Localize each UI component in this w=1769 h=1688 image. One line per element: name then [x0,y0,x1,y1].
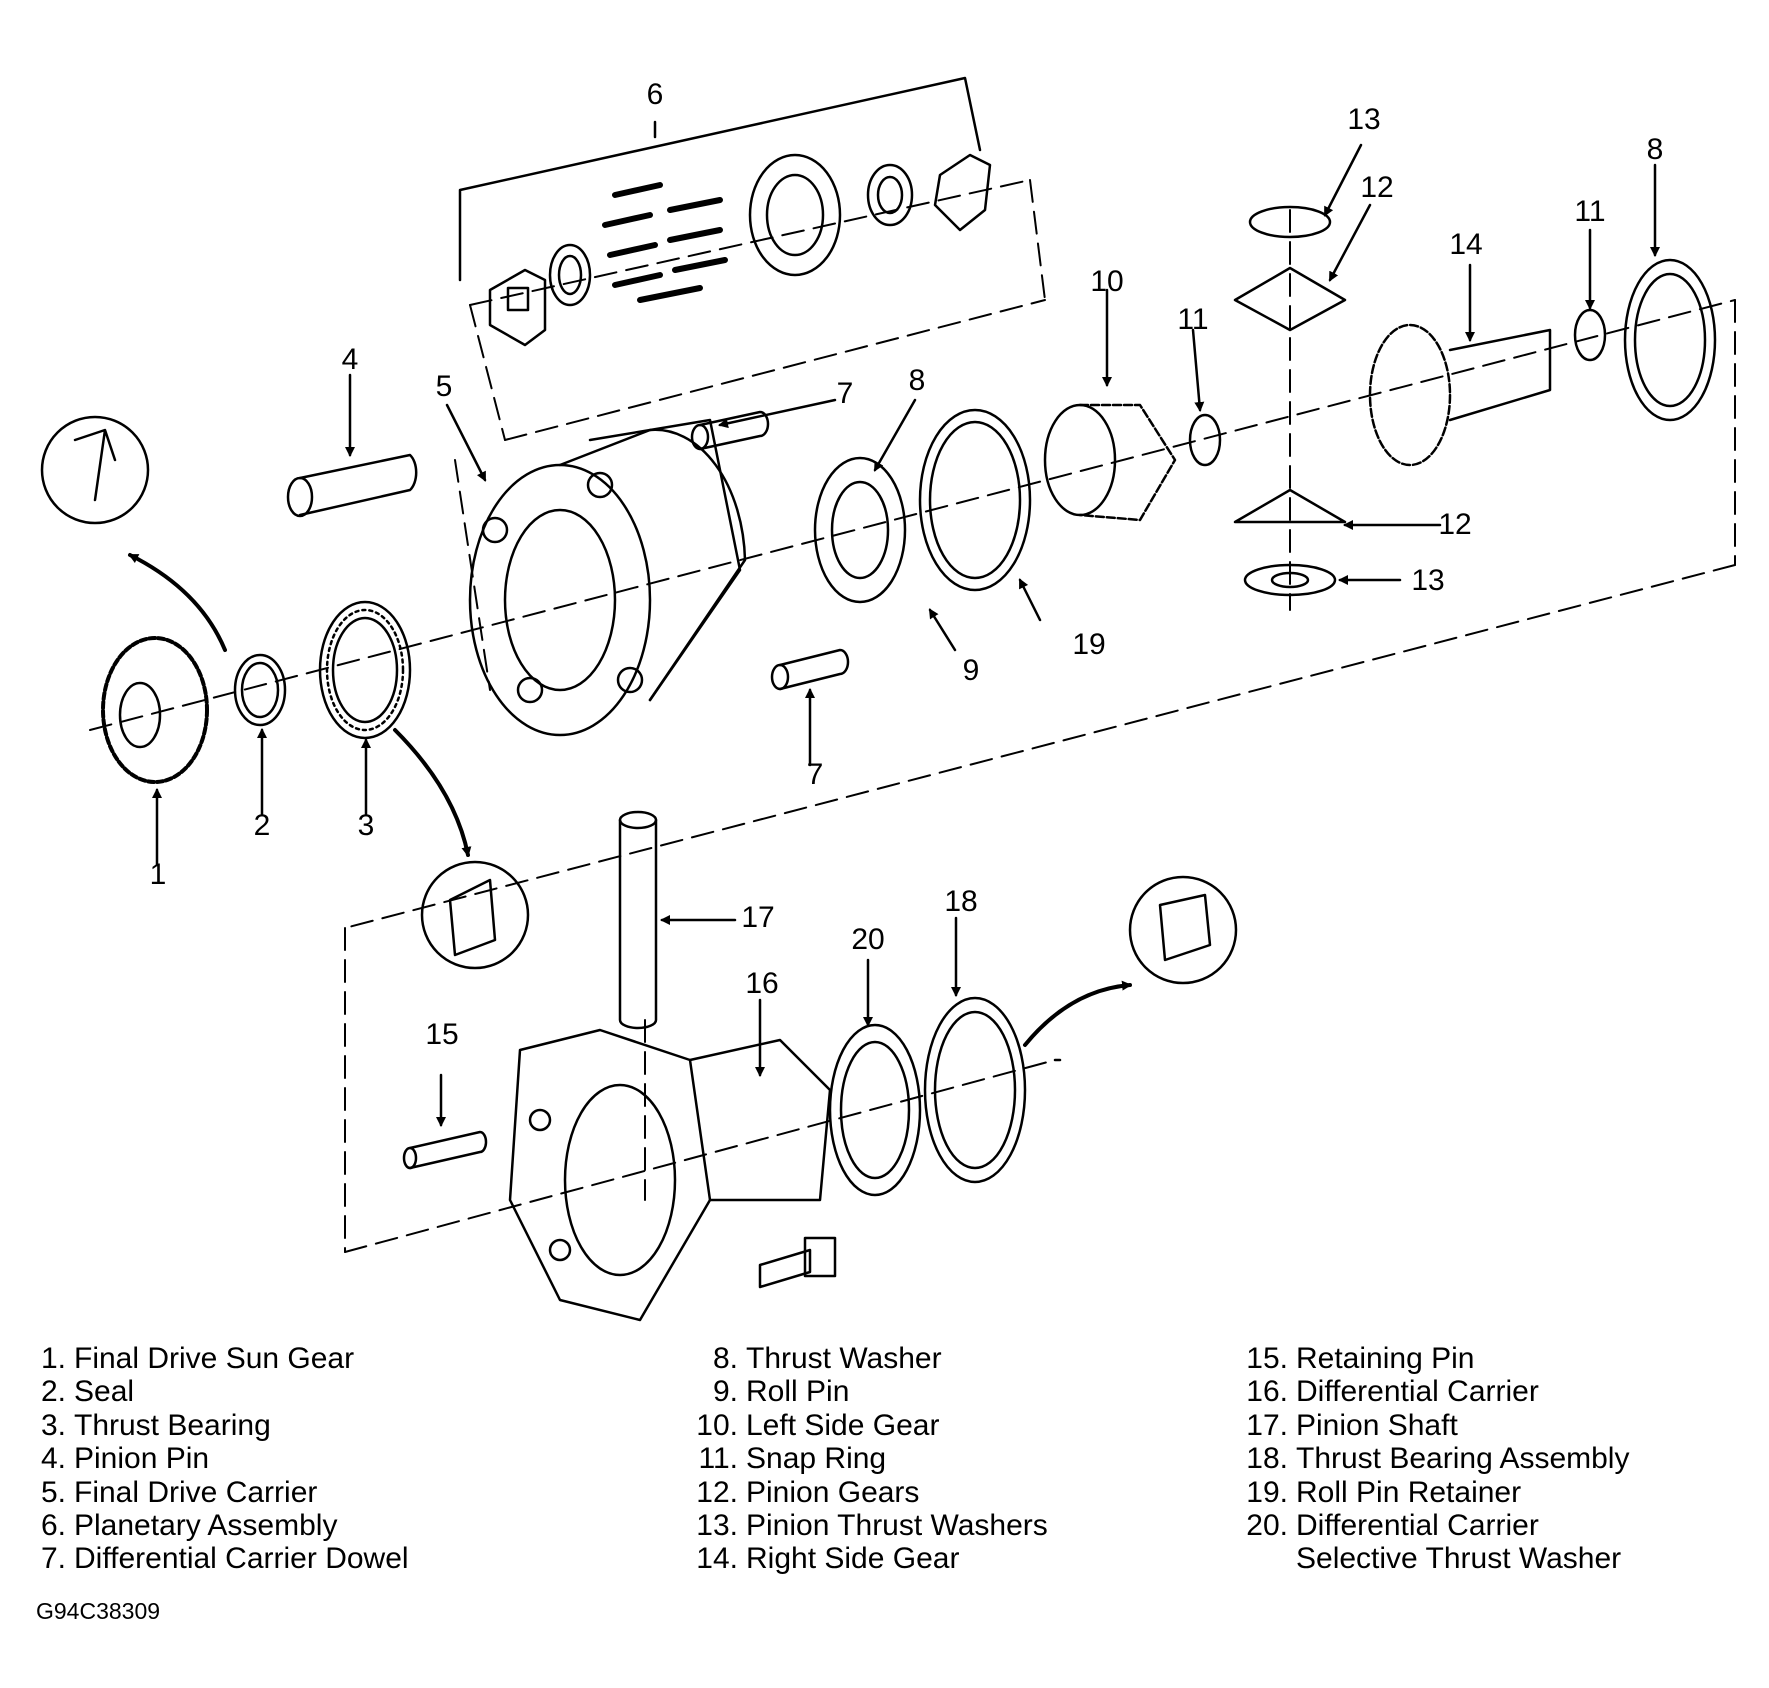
callout-12-top: 12 [1360,171,1394,204]
legend-item: 15.Retaining Pin [1246,1342,1475,1375]
callout-3: 3 [357,809,375,842]
callout-13-top: 13 [1347,103,1381,136]
pinion-shaft-shape [618,810,658,1030]
legend-item: 8.Thrust Washer [712,1342,942,1375]
washer-20-shape [828,1023,922,1197]
retainer-shape [918,408,1032,592]
sun-gear-shape [101,636,209,784]
legend-item: 9.Roll Pin [712,1375,850,1409]
callout-1: 1 [149,858,167,891]
legend-column-1: 1.Final Drive Sun Gear 2.Seal 3.Thrust B… [36,1342,409,1576]
callout-15: 15 [425,1018,459,1051]
callout-16: 16 [745,967,779,1000]
legend-item: 1.Final Drive Sun Gear [40,1342,355,1375]
snap-ring-right-shape [1573,308,1607,362]
detail-circle-seal [40,415,150,525]
bolt-shape [758,1236,837,1289]
planetary-bracket [458,76,982,282]
retaining-pin-shape [402,1130,488,1170]
pinion-gears-shapes [1233,205,1347,597]
callout-2: 2 [253,809,271,842]
callout-7-top: 7 [836,377,854,410]
legend-item: 16.Differential Carrier [1246,1375,1539,1409]
legend-item: 19.Roll Pin Retainer [1246,1475,1522,1509]
legend-item: 3.Thrust Bearing [40,1408,271,1442]
callout-4: 4 [341,343,359,376]
callout-8-left: 8 [908,364,926,397]
detail-circle-bearing-assembly [1128,875,1238,985]
legend-item: 2.Seal [40,1375,135,1409]
callout-14: 14 [1449,228,1483,261]
detail-circle-bearing [420,860,530,970]
thrust-washer-right-shape [1623,258,1717,422]
differential-carrier-shape [508,1028,832,1322]
legend-column-3: 15.Retaining Pin 16.Differential Carrier… [1240,1342,1629,1576]
legend-item: 10.Left Side Gear [696,1408,940,1442]
callout-19: 19 [1072,628,1106,661]
callout-6: 6 [646,78,664,111]
pinion-pin-shape [286,453,418,518]
legend-item: 6.Planetary Assembly [40,1509,338,1543]
legend-item: 11.Snap Ring [698,1442,887,1476]
callout-13-bottom: 13 [1411,564,1445,597]
thrust-bearing-shape [318,600,412,740]
legend-item: 18.Thrust Bearing Assembly [1246,1442,1630,1476]
carrier-shape [468,418,747,737]
callout-8-right: 8 [1646,133,1664,166]
seal-shape [233,653,287,727]
legend-item: 17.Pinion Shaft [1246,1408,1458,1442]
thrust-washer-left-shape [813,456,907,604]
legend-item-continuation: Selective Thrust Washer [1296,1542,1622,1576]
callout-20: 20 [851,923,885,956]
right-side-gear-shape [1368,323,1552,467]
legend-item: 12.Pinion Gears [696,1475,920,1509]
dashed-guides [89,179,1736,1253]
callout-11-left: 11 [1177,303,1209,336]
left-side-gear-shape [1043,403,1177,522]
callout-18: 18 [944,885,978,918]
legend-item: 13.Pinion Thrust Washers [696,1509,1048,1543]
callout-11-right: 11 [1574,195,1606,228]
legend-item: 7.Differential Carrier Dowel [40,1542,409,1576]
legend-item: 20.Differential Carrier [1246,1509,1539,1543]
bearing-18-shape [923,996,1027,1184]
callout-7-bottom: 7 [806,758,824,791]
callout-10: 10 [1090,265,1124,298]
figure-code: G94C38309 [36,1598,161,1624]
callout-17: 17 [741,901,775,934]
callout-5: 5 [435,370,453,403]
callout-9: 9 [962,654,980,687]
legend-column-2: 8.Thrust Washer 9.Roll Pin 10.Left Side … [690,1342,1048,1576]
exploded-diagram [40,76,1736,1322]
callout-12-bottom: 12 [1438,508,1472,541]
legend-item: 5.Final Drive Carrier [40,1475,318,1509]
planetary-parts [488,153,992,347]
snap-ring-left-shape [1188,413,1222,467]
legend-item: 4.Pinion Pin [40,1442,210,1476]
leader-arrows [152,143,1660,1127]
dowel-shapes [690,410,850,691]
legend-item: 14.Right Side Gear [696,1542,960,1576]
